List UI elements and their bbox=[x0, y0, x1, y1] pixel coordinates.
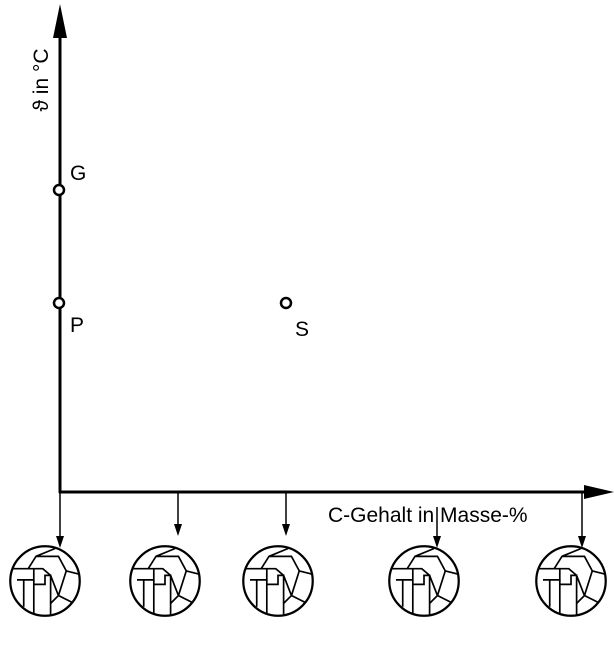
temperature-axis-label: ϑ in °C bbox=[30, 48, 53, 111]
point-g: G bbox=[52, 162, 86, 197]
temperature-axis-arrowhead bbox=[53, 4, 67, 38]
microstructure-pointers bbox=[56, 493, 586, 548]
pointer-arrow-2 bbox=[174, 493, 182, 536]
microstructure-1 bbox=[9, 545, 81, 617]
microstructure-3 bbox=[242, 545, 314, 617]
point-g-marker bbox=[52, 183, 66, 197]
point-g-label: G bbox=[70, 162, 86, 185]
carbon-axis-arrowhead bbox=[584, 485, 614, 499]
pointer-arrow-3 bbox=[282, 493, 290, 536]
carbon-axis-label: C-Gehalt in Masse-% bbox=[328, 504, 528, 527]
point-p-marker bbox=[52, 296, 66, 310]
microstructure-5 bbox=[535, 545, 607, 617]
microstructure-sketches bbox=[9, 545, 607, 617]
point-s-marker bbox=[279, 296, 293, 310]
pointer-arrow-5 bbox=[578, 493, 586, 548]
microstructure-4 bbox=[388, 545, 460, 617]
point-p-label: P bbox=[70, 314, 84, 337]
point-s-label: S bbox=[295, 318, 309, 341]
point-s: S bbox=[279, 296, 309, 341]
pointer-arrow-1 bbox=[56, 493, 64, 548]
point-p: P bbox=[52, 296, 84, 337]
axes bbox=[53, 4, 614, 499]
pointer-arrow-4 bbox=[433, 507, 441, 548]
microstructure-2 bbox=[129, 545, 201, 617]
